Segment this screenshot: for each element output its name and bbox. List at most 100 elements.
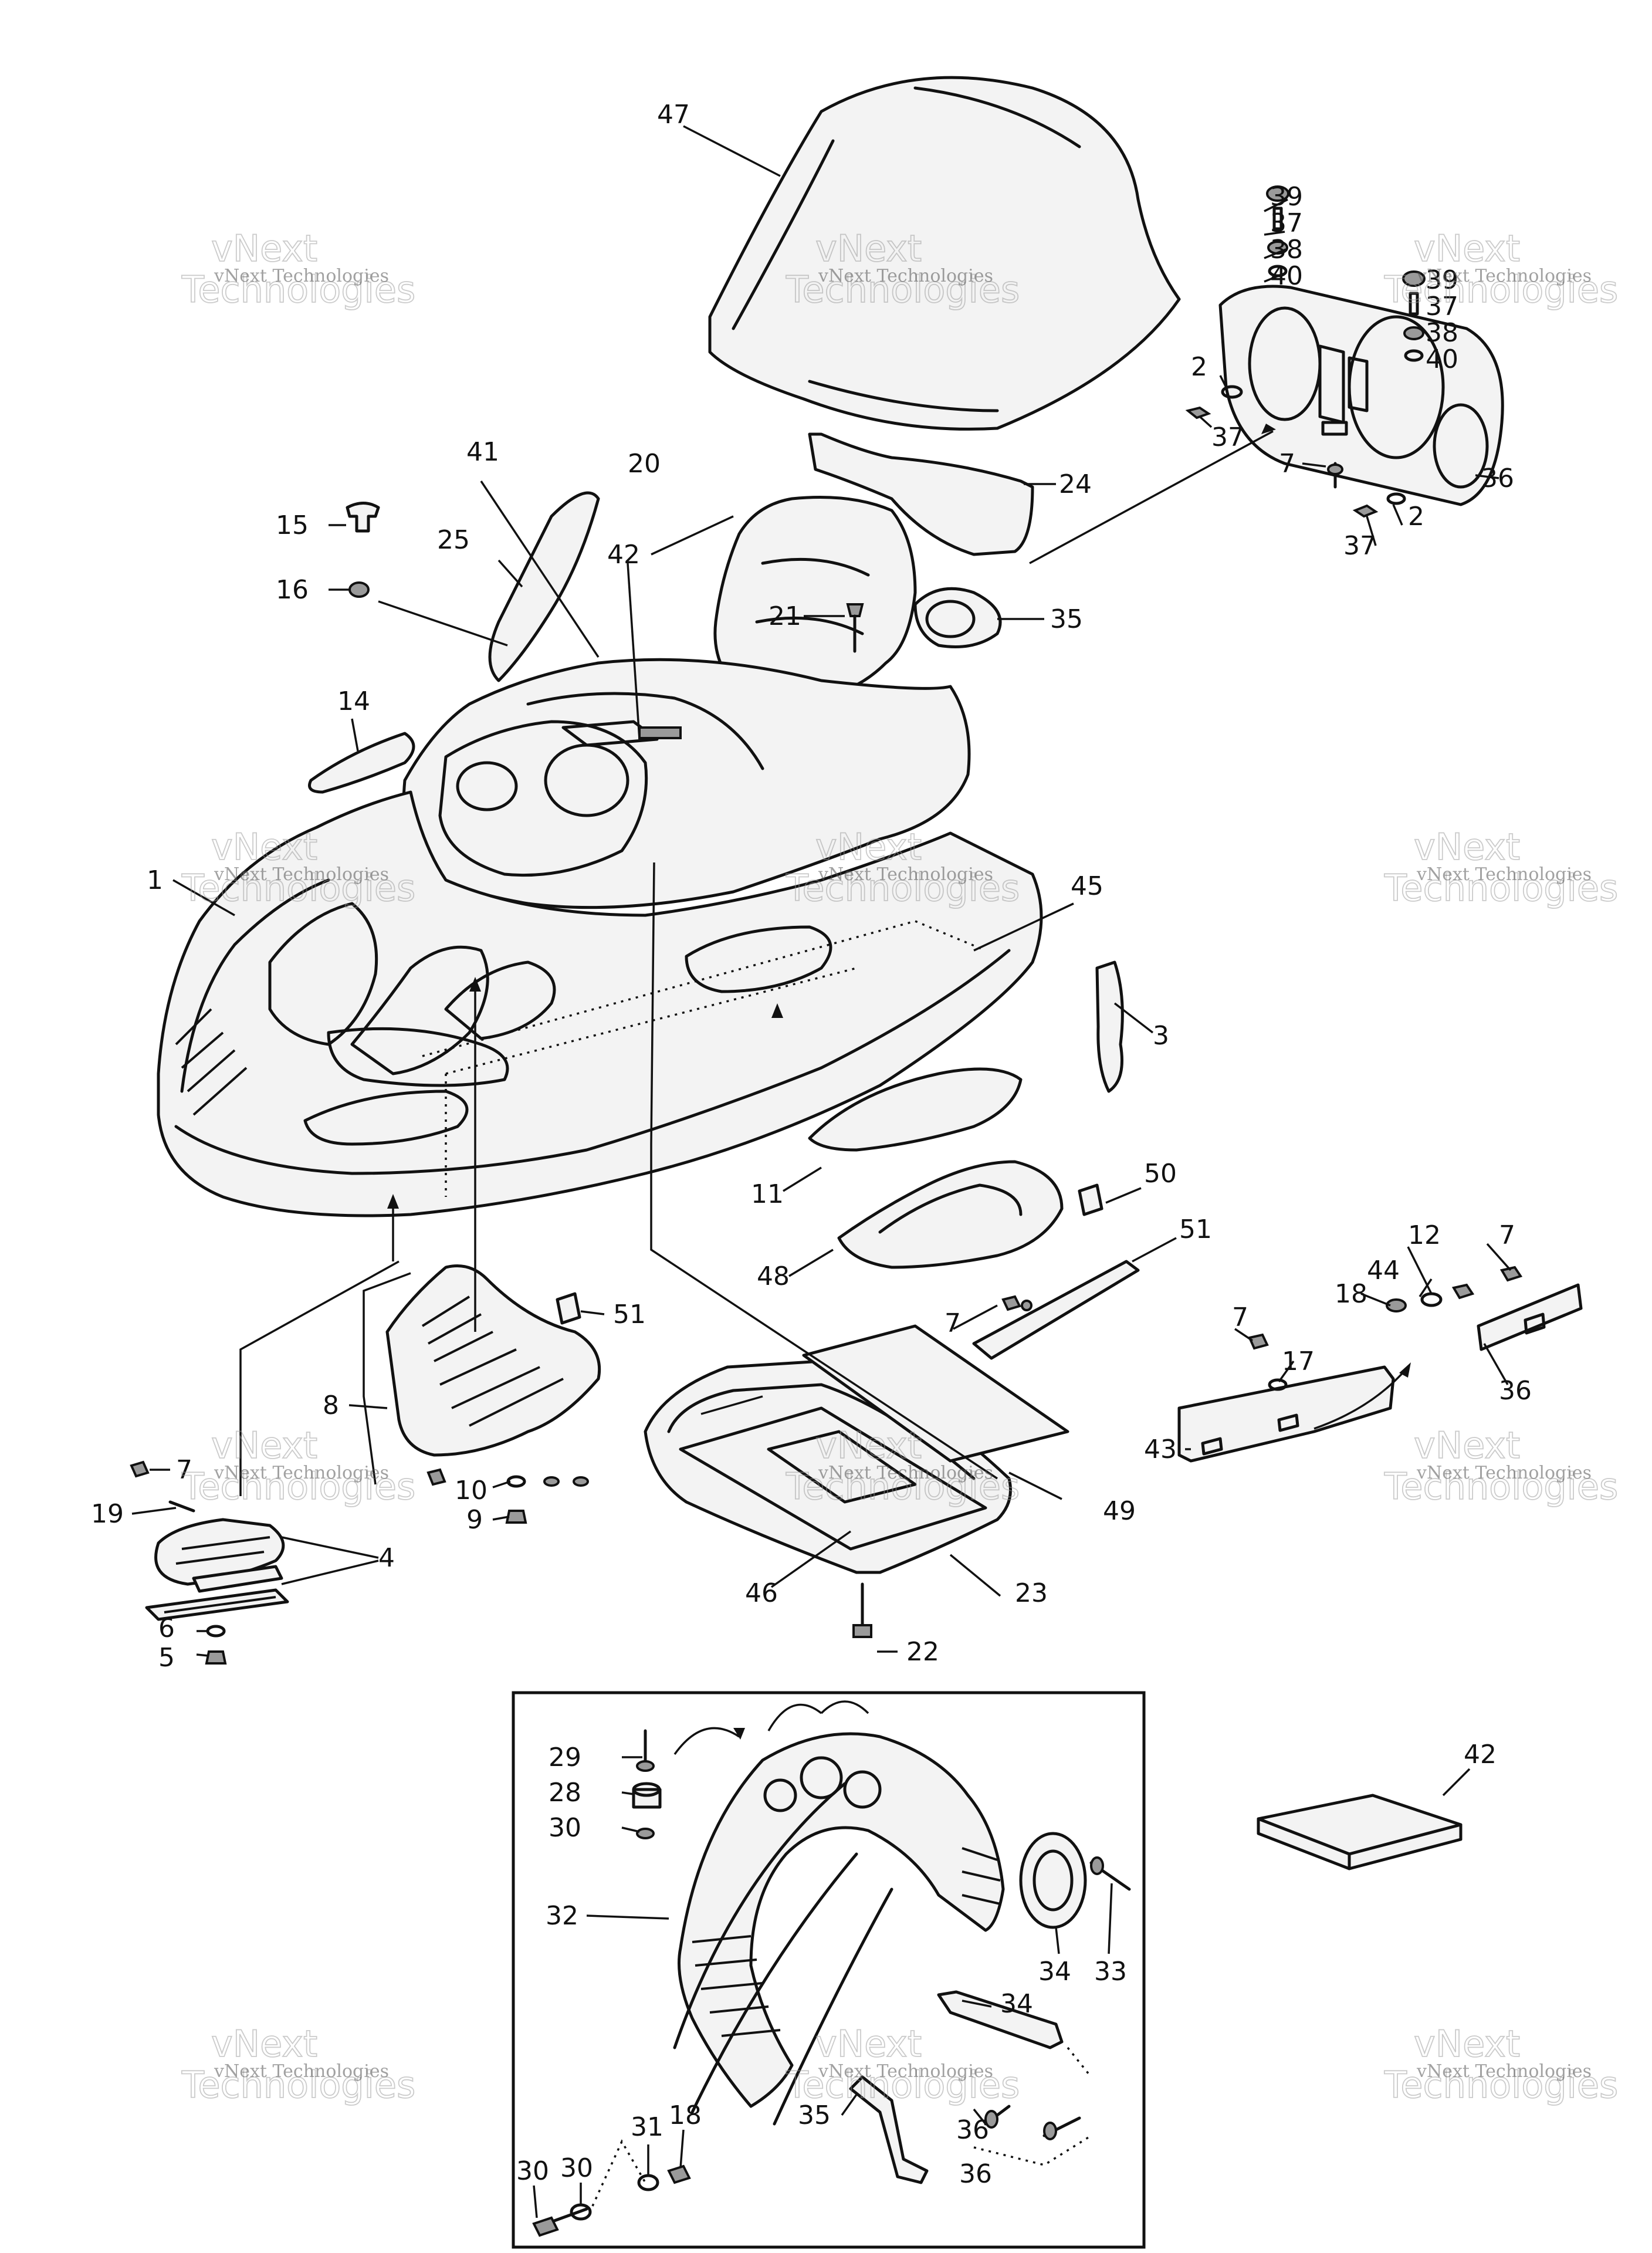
- callout-label: 51: [613, 1300, 646, 1330]
- svg-text:vNext: vNext: [1414, 227, 1520, 270]
- svg-text:vNext Technologies: vNext Technologies: [1416, 2061, 1592, 2082]
- callout-label: 39: [1270, 182, 1303, 212]
- screw-22: [852, 1582, 872, 1638]
- callout-label: 31: [631, 2112, 663, 2142]
- svg-text:vNext Technologies: vNext Technologies: [1416, 266, 1592, 286]
- front-liner-31: [673, 1732, 1005, 2126]
- callout-label: 50: [1144, 1159, 1177, 1189]
- watermark-bottom-center: vNext Technologies vNext Technologies: [785, 2022, 1020, 2107]
- callout-label: 36: [1499, 1376, 1532, 1406]
- bracket-44: [1477, 1283, 1583, 1351]
- side-panel-25: [488, 491, 600, 682]
- callout-label: 17: [1282, 1347, 1315, 1376]
- callout-label: 37: [1211, 422, 1244, 452]
- callout-label: 6: [158, 1613, 175, 1643]
- part-11: [808, 1067, 1023, 1152]
- main-hull-part: [157, 790, 1043, 1217]
- callout-label: 39: [1426, 265, 1458, 295]
- callout-label: 42: [1464, 1740, 1497, 1770]
- watermark-top-left: vNext Technologies vNext Technologies: [181, 226, 416, 312]
- callout-label: 36: [1481, 464, 1514, 493]
- grill-hardware: [426, 1468, 589, 1524]
- callout-label: 34: [1000, 1989, 1033, 2019]
- callout-label: 44: [1367, 1256, 1400, 1286]
- callout-label: 2: [1408, 502, 1424, 532]
- callout-label: 45: [1071, 871, 1103, 901]
- callout-label: 24: [1059, 469, 1092, 499]
- inset-hardware-29-30-18: [532, 2139, 691, 2237]
- grill-8: [385, 1264, 601, 1457]
- svg-text:Technologies: Technologies: [181, 1465, 415, 1508]
- callout-label: 9: [466, 1505, 483, 1535]
- svg-text:Technologies: Technologies: [786, 1465, 1020, 1508]
- callout-label: 30: [560, 2153, 593, 2183]
- bracket-hardware-right: [1001, 1266, 1523, 1391]
- svg-text:vNext: vNext: [815, 826, 922, 868]
- liner-48: [679, 1406, 987, 1551]
- callout-label: 35: [1050, 604, 1083, 634]
- footrest-4-lower: [145, 1565, 289, 1621]
- handle-14: [308, 732, 415, 794]
- svg-text:Technologies: Technologies: [786, 867, 1020, 909]
- svg-text:vNext Technologies: vNext Technologies: [214, 2061, 389, 2082]
- svg-text:vNext Technologies: vNext Technologies: [1416, 864, 1592, 885]
- callout-labels: 47 1 41 20 25 15 16 14 42 21 35 24 45 3 …: [91, 100, 1532, 2189]
- watermark-lower-right: vNext Technologies vNext Technologies: [1383, 1423, 1619, 1508]
- callout-label: 42: [607, 540, 640, 570]
- callout-label: 48: [757, 1261, 790, 1291]
- callout-label: 14: [337, 686, 370, 716]
- callout-label: 51: [1179, 1215, 1212, 1244]
- clip-51-center: [556, 1292, 581, 1325]
- footrest-4-upper: [154, 1518, 285, 1586]
- svg-text:vNext Technologies: vNext Technologies: [1416, 1463, 1592, 1483]
- callout-label: 43: [1144, 1435, 1177, 1464]
- svg-text:vNext: vNext: [211, 2022, 317, 2065]
- callout-label: 37: [1426, 292, 1458, 322]
- callout-label: 19: [91, 1499, 124, 1529]
- panel-24-part: [808, 432, 1034, 556]
- callout-label: 37: [1343, 531, 1376, 561]
- clip-51-right: [1078, 1183, 1103, 1216]
- svg-text:vNext Technologies: vNext Technologies: [214, 864, 389, 885]
- pad-49: [802, 1324, 1069, 1463]
- callout-label: 3: [1153, 1021, 1169, 1051]
- svg-text:vNext: vNext: [211, 227, 317, 270]
- svg-text:vNext Technologies: vNext Technologies: [214, 266, 389, 286]
- svg-text:Technologies: Technologies: [1384, 1465, 1618, 1508]
- callout-label: 15: [276, 510, 309, 540]
- part-33: [1019, 1832, 1087, 1929]
- callout-label: 49: [1103, 1496, 1136, 1526]
- bracket-34-upper: [937, 1990, 1064, 2049]
- bracket-45: [1177, 1365, 1395, 1463]
- callout-label: 7: [176, 1455, 192, 1485]
- svg-text:Technologies: Technologies: [1384, 268, 1618, 311]
- callout-label: 28: [549, 1778, 581, 1808]
- callout-label: 38: [1270, 235, 1303, 265]
- callout-label: 20: [628, 449, 661, 479]
- windshield-part: [708, 76, 1181, 431]
- callout-label: 33: [1094, 1957, 1127, 1987]
- svg-text:Technologies: Technologies: [181, 867, 415, 909]
- callout-label: 34: [1038, 1957, 1071, 1987]
- callout-label: 41: [466, 437, 499, 467]
- watermark-top-right: vNext Technologies vNext Technologies: [1383, 226, 1619, 312]
- callout-label: 29: [549, 1743, 581, 1772]
- svg-text:vNext Technologies: vNext Technologies: [818, 2061, 993, 2082]
- svg-text:vNext: vNext: [211, 826, 317, 868]
- callout-label: 47: [657, 100, 690, 130]
- part-52: [972, 1260, 1140, 1360]
- svg-text:vNext: vNext: [815, 2022, 922, 2065]
- callout-label: 10: [455, 1476, 488, 1506]
- svg-text:Technologies: Technologies: [181, 268, 415, 311]
- small-hardware-gauge: [1185, 385, 1406, 518]
- callout-label: 7: [945, 1308, 961, 1338]
- nut-16: [348, 581, 370, 598]
- callout-label: 46: [745, 1578, 778, 1608]
- watermark-mid-left: vNext Technologies vNext Technologies: [181, 825, 416, 910]
- svg-text:vNext Technologies: vNext Technologies: [818, 864, 993, 885]
- leader-lines: [131, 125, 1512, 2218]
- callout-label: 11: [751, 1179, 784, 1209]
- watermark-bottom-right: vNext Technologies vNext Technologies: [1383, 2022, 1619, 2107]
- plug-15: [346, 502, 380, 533]
